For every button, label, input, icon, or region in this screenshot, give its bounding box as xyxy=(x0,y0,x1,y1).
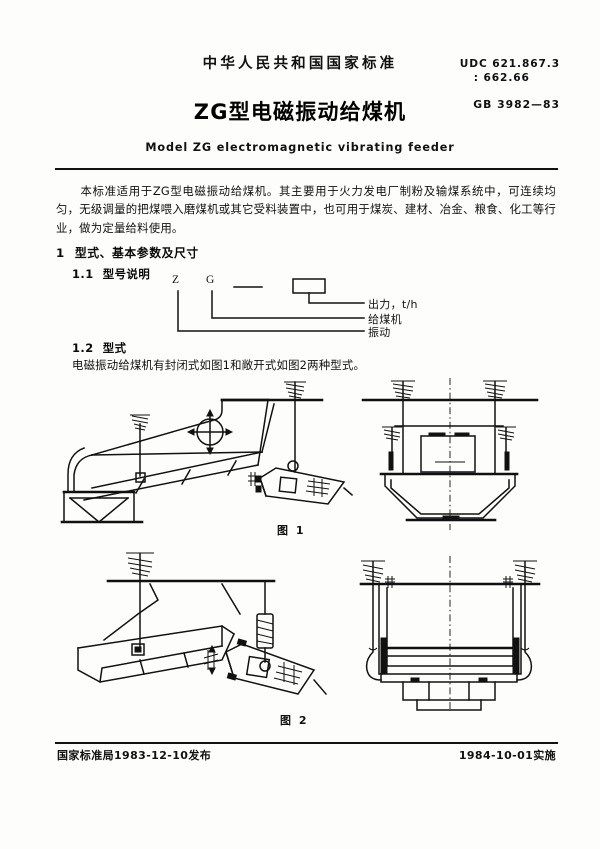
callout-vibration: 振动 xyxy=(368,326,391,339)
section-1-title: 型式、基本参数及尺寸 xyxy=(74,246,199,260)
model-designation-diagram: Z G 出力，t/h 给煤机 振动 xyxy=(150,274,550,340)
header-divider xyxy=(55,168,558,170)
spring-right-top xyxy=(483,380,507,401)
callout-output: 出力，t/h xyxy=(368,298,418,311)
inspection-port-icon xyxy=(186,408,234,456)
section-1-1-heading: 1.1 型号说明 xyxy=(72,266,150,282)
figure-2-caption: 图 2 xyxy=(280,714,309,727)
udc-code: UDC 621.867.3 : 662.66 xyxy=(460,58,560,85)
model-char-g: G xyxy=(206,274,215,286)
spring-left xyxy=(126,552,154,649)
issue-statement: 国家标准局1983-12-10发布 xyxy=(57,749,212,762)
figure-2-front-view xyxy=(355,548,545,717)
page-title: ZG型电磁振动给煤机 xyxy=(193,100,407,124)
issuing-organization: 中华人民共和国国家标准 xyxy=(202,56,398,72)
figure-1-side-view: 图 1 xyxy=(60,380,354,544)
section-1-heading: 1 型式、基本参数及尺寸 xyxy=(56,244,199,261)
callout-feeder: 给煤机 xyxy=(368,313,402,326)
model-char-z: Z xyxy=(172,274,180,286)
section-1-number: 1 xyxy=(56,246,65,260)
section-1-2-number: 1.2 xyxy=(72,341,94,355)
section-1-1-title: 型号说明 xyxy=(102,267,151,281)
section-1-2-title: 型式 xyxy=(102,341,127,355)
spring-left-top xyxy=(391,380,415,401)
middle-spring xyxy=(130,414,150,483)
figure-2-side-view: 图 2 xyxy=(62,548,352,732)
footer-divider xyxy=(55,742,558,744)
standard-number: GB 3982—83 xyxy=(473,98,560,111)
section-1-2-heading: 1.2 型式 xyxy=(72,340,126,356)
figure-1-front-view xyxy=(355,378,545,537)
scope-text: 本标准适用于ZG型电磁振动给煤机。其主要用于火力发电厂制粉及输煤系统中，可连续均… xyxy=(56,184,556,235)
section-1-1-number: 1.1 xyxy=(72,267,94,281)
spring-assembly xyxy=(284,381,306,401)
effective-statement: 1984-10-01实施 xyxy=(458,749,556,762)
spring-left-side xyxy=(382,426,402,471)
figure-1-caption: 图 1 xyxy=(277,524,306,537)
spring-right-side xyxy=(496,426,516,471)
scope-paragraph: 本标准适用于ZG型电磁振动给煤机。其主要用于火力发电厂制粉及输煤系统中，可连续均… xyxy=(56,182,556,237)
spring-right xyxy=(256,613,274,672)
english-title: Model ZG electromagnetic vibrating feede… xyxy=(145,141,455,154)
spring-left-top-2 xyxy=(361,560,385,585)
exciter-body-2 xyxy=(225,638,328,696)
exciter-body xyxy=(255,460,354,505)
document-header: 中华人民共和国国家标准 ZG型电磁振动给煤机 Model ZG electrom… xyxy=(0,52,600,154)
spring-right-top-2 xyxy=(513,560,537,585)
udc-line-2: : 662.66 xyxy=(473,71,530,84)
document-footer: 国家标准局1983-12-10发布 1984-10-01实施 xyxy=(57,747,556,763)
section-1-2-text: 电磁振动给煤机有封闭式如图1和敞开式如图2两种型式。 xyxy=(72,358,366,372)
udc-line-1: UDC 621.867.3 xyxy=(459,58,560,70)
